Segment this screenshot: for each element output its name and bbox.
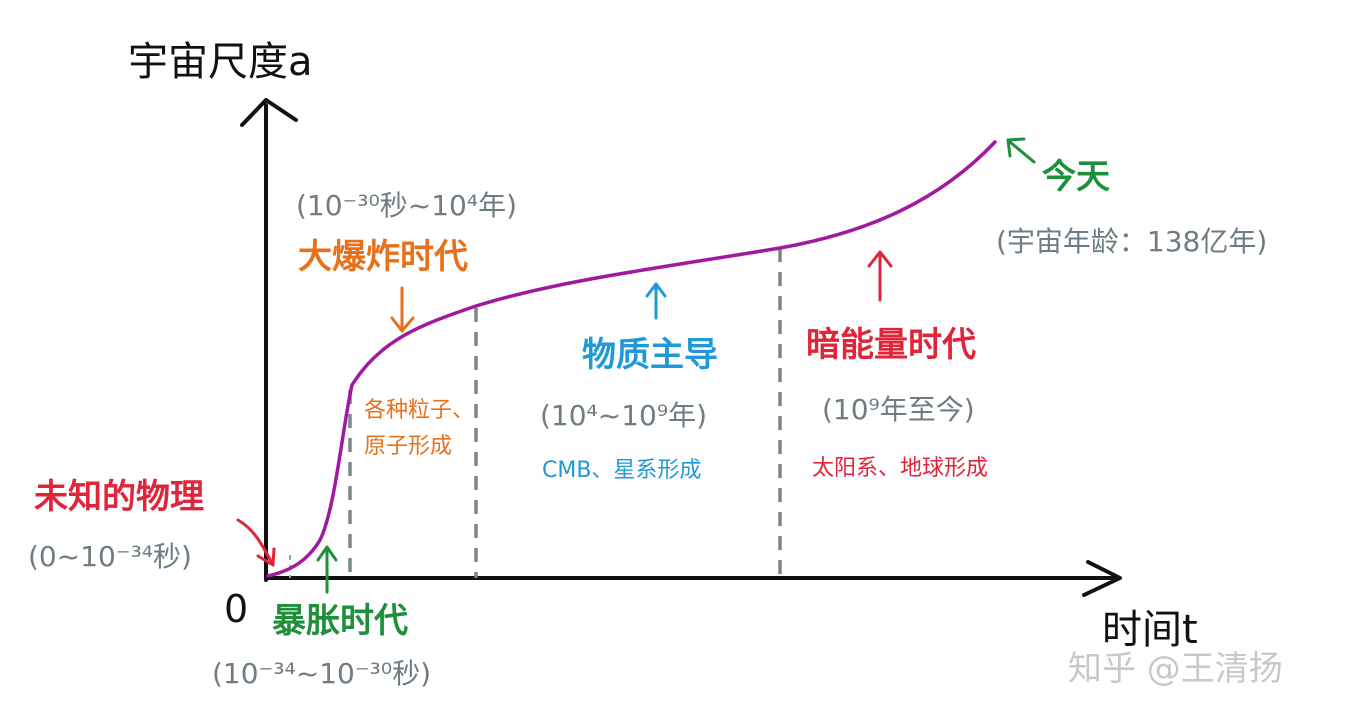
x-axis-arrowhead xyxy=(1082,560,1122,597)
big-bang-title: 大爆炸时代 xyxy=(298,237,468,277)
big-bang-note-line2: 原子形成 xyxy=(364,434,453,459)
unknown-physics-range: (0~10⁻³⁴秒) xyxy=(28,540,192,573)
today-title: 今天 xyxy=(1042,157,1110,197)
y-axis-arrowhead xyxy=(240,98,298,127)
y-axis-label: 宇宙尺度a xyxy=(128,39,313,85)
inflation-range: (10⁻³⁴~10⁻³⁰秒) xyxy=(212,657,432,690)
dark-energy-note: 太阳系、地球形成 xyxy=(812,456,989,481)
origin-label: 0 xyxy=(224,587,249,631)
dark-energy-range: (10⁹年至今) xyxy=(822,393,975,426)
dark-energy-title: 暗能量时代 xyxy=(806,325,976,365)
unknown-physics-title: 未知的物理 xyxy=(34,477,204,517)
today-note: (宇宙年龄：138亿年) xyxy=(996,225,1268,258)
dark-energy-arrow xyxy=(867,250,893,302)
big-bang-arrow xyxy=(390,286,415,333)
today-arrow xyxy=(1006,137,1036,164)
matter-note: CMB、星系形成 xyxy=(542,458,702,483)
inflation-title: 暴胀时代 xyxy=(272,601,408,641)
matter-arrow xyxy=(645,282,667,320)
watermark: 知乎 @王清扬 xyxy=(1068,649,1283,689)
matter-range: (10⁴~10⁹年) xyxy=(540,399,708,432)
scale-factor-curve xyxy=(266,140,997,578)
unknown-physics-arrow xyxy=(236,518,276,567)
big-bang-range: (10⁻³⁰秒~10⁴年) xyxy=(296,189,518,222)
inflation-arrow xyxy=(316,545,338,594)
x-axis-label: 时间t xyxy=(1102,607,1198,653)
big-bang-note-line1: 各种粒子、 xyxy=(364,398,475,423)
matter-title: 物质主导 xyxy=(582,335,718,375)
